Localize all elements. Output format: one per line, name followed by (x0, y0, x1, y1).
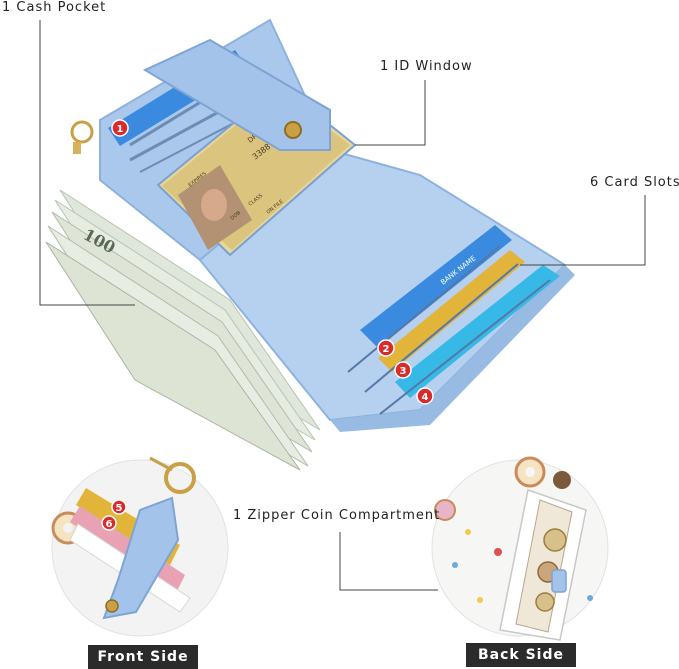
coin-icon (535, 592, 555, 612)
keychain-icon (70, 120, 94, 154)
coin-icon (553, 471, 571, 489)
id-dob: DOB (230, 210, 243, 222)
callout-zipper: 1 Zipper Coin Compartment (233, 508, 441, 523)
back-side-label: Back Side (466, 643, 576, 667)
wallet-strap (142, 38, 331, 151)
callout-cash-pocket: 1 Cash Pocket (2, 0, 107, 15)
callout-id-window: 1 ID Window (380, 59, 473, 74)
marker-3: 3 (394, 361, 412, 379)
front-side-label: Front Side (88, 645, 198, 669)
marker-5: 5 (111, 499, 127, 515)
svg-text:2: 2 (383, 344, 390, 355)
marker-4: 4 (416, 387, 434, 405)
snap-button-icon (105, 599, 119, 613)
cash-stack: 100 (45, 189, 321, 471)
coin-icon (543, 528, 567, 552)
marker-2: 2 (377, 339, 395, 357)
front-side-inset: 5 6 (51, 456, 229, 637)
zipper-pull-icon (551, 569, 567, 593)
back-side-inset (431, 456, 609, 641)
keyring-icon (164, 462, 196, 494)
leader-lines (39, 20, 646, 591)
card-slots-right: BANK NAME (347, 225, 560, 415)
svg-text:3: 3 (400, 366, 407, 377)
svg-text:1: 1 (117, 124, 124, 135)
svg-text:4: 4 (422, 392, 429, 403)
snap-button-icon (284, 121, 302, 139)
callout-card-slots: 6 Card Slots (590, 175, 679, 190)
marker-1: 1 (111, 119, 129, 137)
marker-6: 6 (101, 515, 117, 531)
svg-text:6: 6 (106, 519, 113, 530)
svg-text:5: 5 (116, 503, 123, 514)
face-icon (201, 189, 227, 221)
